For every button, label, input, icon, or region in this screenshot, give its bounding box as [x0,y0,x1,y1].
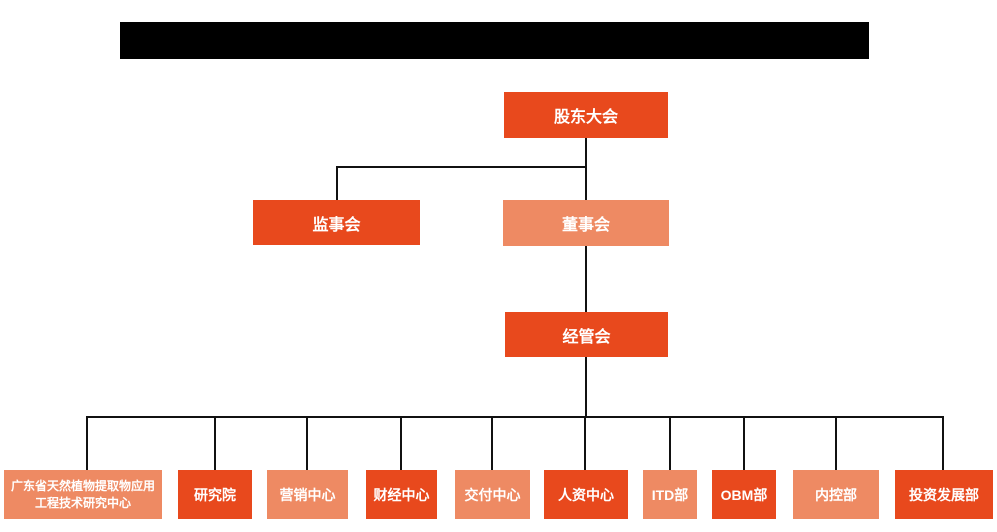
org-node-gd-plant-extract-research-center: 广东省天然植物提取物应用工程技术研究中心 [4,470,162,519]
connector-drop-internal-control [835,416,837,471]
connector-departments-bus [86,416,944,418]
org-node-delivery-center: 交付中心 [455,470,530,519]
org-node-obm-department: OBM部 [712,470,776,519]
org-node-management-committee: 经管会 [505,312,668,357]
org-node-itd-department: ITD部 [643,470,697,519]
org-node-board-of-directors: 董事会 [503,200,669,246]
connector-drop-investment-dev [942,416,944,471]
connector-drop-research-center [86,416,88,471]
org-node-supervisory-board: 监事会 [253,200,420,245]
redacted-title-bar [120,22,869,59]
org-node-finance-center: 财经中心 [366,470,437,519]
connector-supervisory-drop [336,166,338,200]
connector-drop-marketing-center [306,416,308,471]
connector-drop-finance-center [400,416,402,471]
connector-drop-delivery-center [491,416,493,471]
connector-drop-obm-dept [743,416,745,471]
org-node-research-institute: 研究院 [178,470,252,519]
connector-board-to-management [585,246,587,312]
org-node-investment-development-department: 投资发展部 [895,470,993,519]
connector-drop-research-institute [214,416,216,471]
org-node-marketing-center: 营销中心 [267,470,348,519]
connector-management-down [585,357,587,417]
org-node-hr-center: 人资中心 [544,470,628,519]
connector-branch-horizontal [336,166,587,168]
connector-drop-hr-center [584,416,586,471]
org-node-internal-control-department: 内控部 [793,470,879,519]
connector-shareholders-down [585,138,587,200]
org-node-shareholders-meeting: 股东大会 [504,92,668,138]
connector-drop-itd-dept [669,416,671,471]
